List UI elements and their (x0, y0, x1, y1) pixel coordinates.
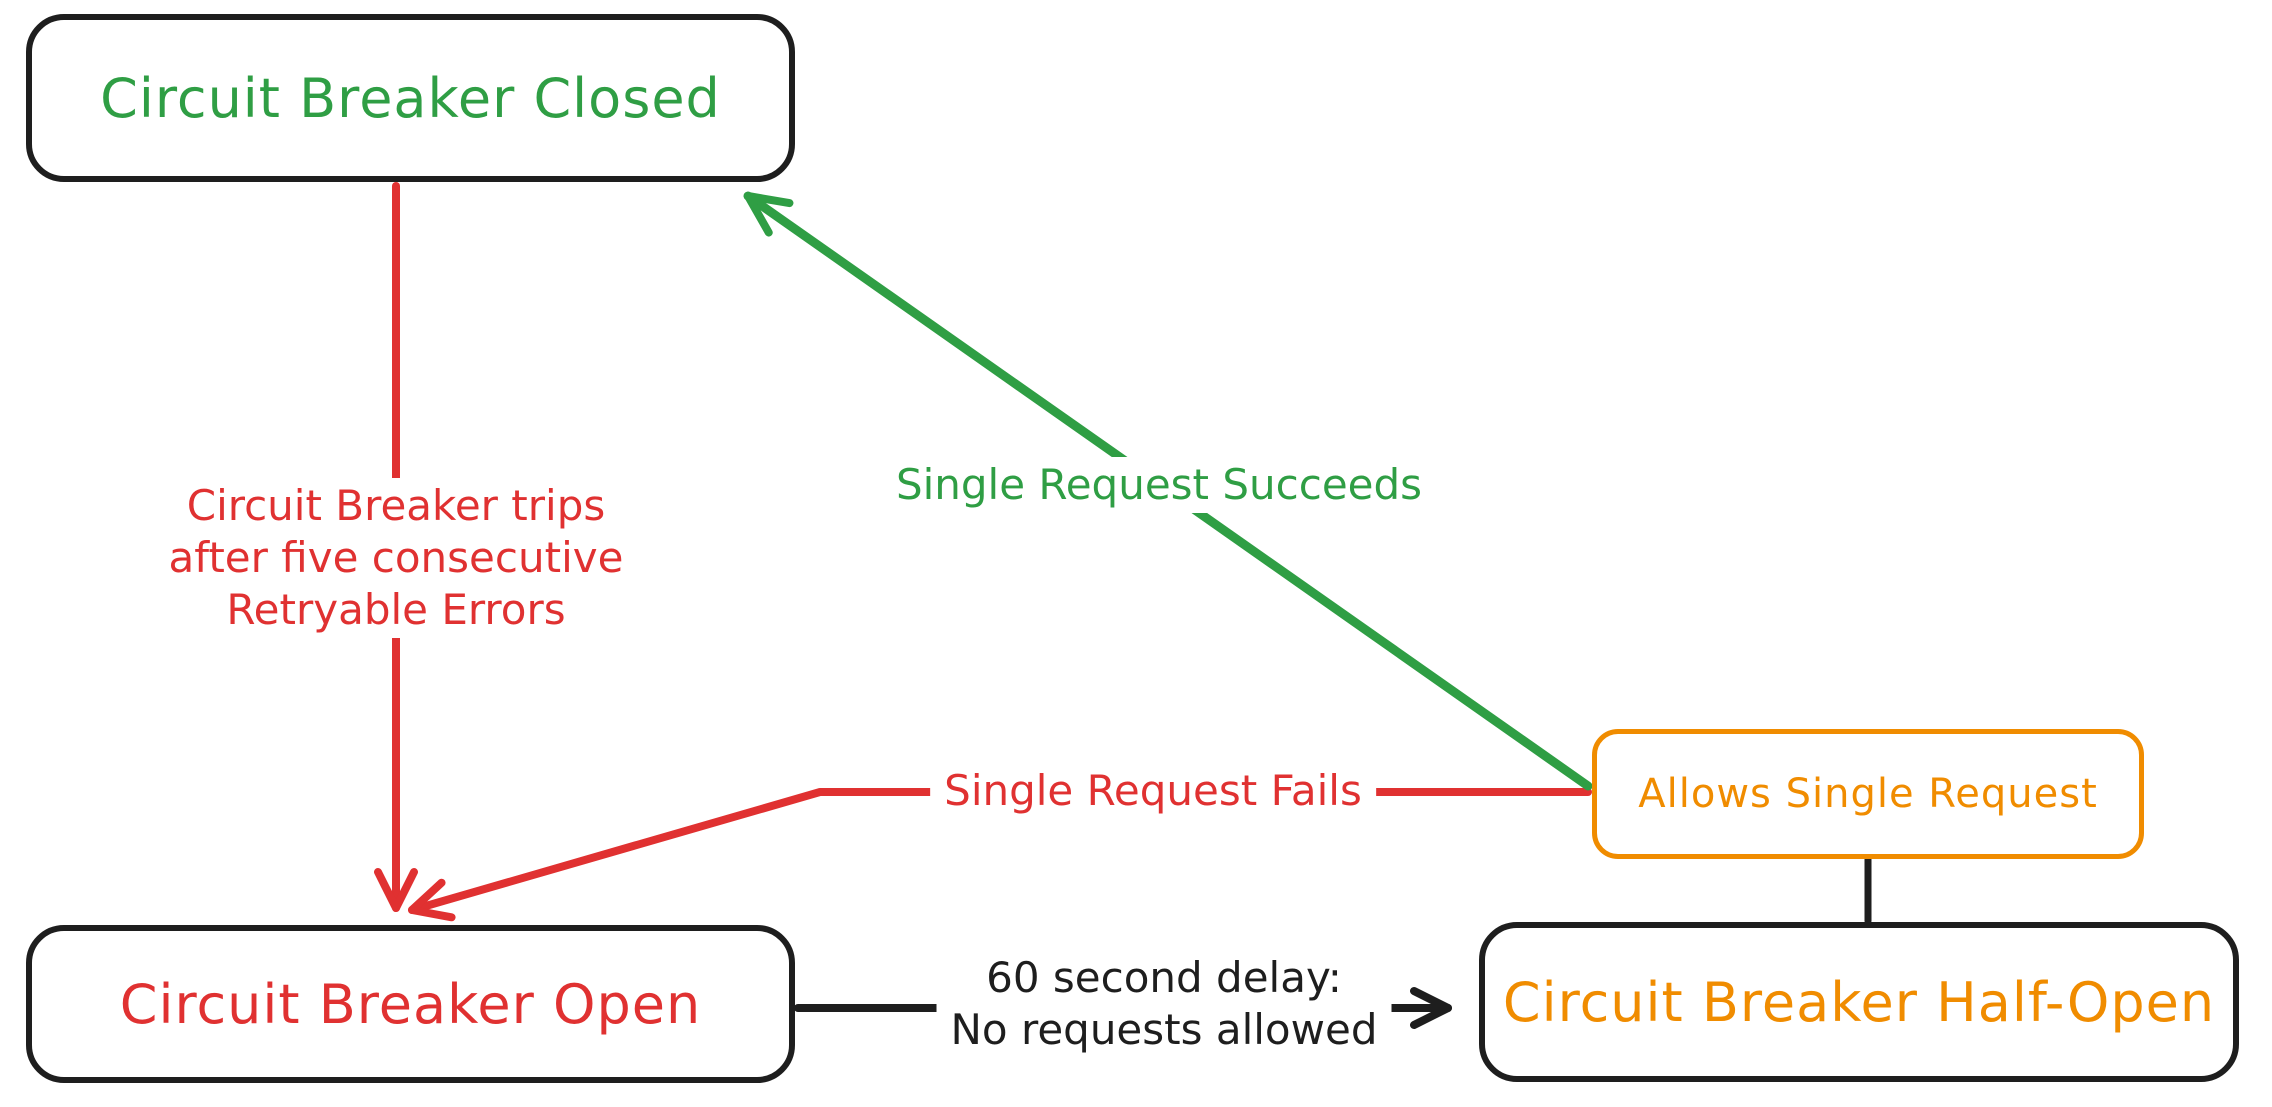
node-circuit-breaker-closed: Circuit Breaker Closed (26, 14, 795, 182)
node-circuit-breaker-open: Circuit Breaker Open (26, 925, 795, 1083)
node-closed-label: Circuit Breaker Closed (100, 66, 721, 130)
edge-label-trips: Circuit Breaker trips after five consecu… (154, 478, 638, 638)
edge-label-trips-line1: Circuit Breaker trips (186, 481, 606, 530)
edge-label-delay-line1: 60 second delay: (986, 953, 1342, 1002)
node-open-label: Circuit Breaker Open (119, 972, 702, 1036)
edge-label-fails: Single Request Fails (930, 763, 1376, 819)
node-allows-label: Allows Single Request (1638, 771, 2098, 817)
node-circuit-breaker-half-open: Circuit Breaker Half-Open (1479, 922, 2239, 1082)
edge-label-trips-line2: after five consecutive (168, 533, 624, 582)
edge-label-delay-line2: No requests allowed (950, 1005, 1378, 1054)
node-allows-single-request: Allows Single Request (1592, 729, 2144, 859)
edge-label-delay: 60 second delay: No requests allowed (936, 950, 1392, 1058)
edge-label-succeeds: Single Request Succeeds (881, 457, 1437, 513)
node-half-open-label: Circuit Breaker Half-Open (1502, 970, 2216, 1034)
edge-label-trips-line3: Retryable Errors (226, 585, 566, 634)
